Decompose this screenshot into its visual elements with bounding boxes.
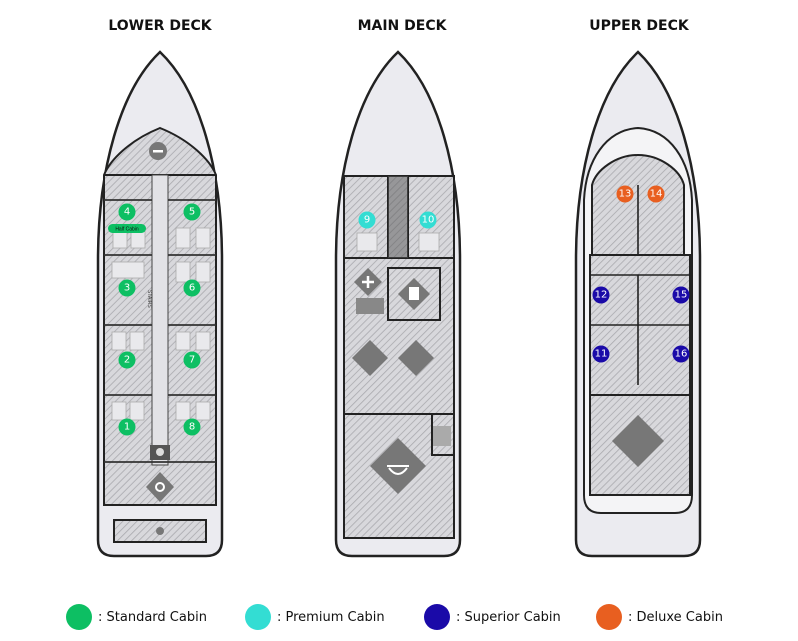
legend-deluxe: : Deluxe Cabin (596, 604, 723, 630)
cabin-number: 11 (595, 349, 608, 360)
cafe-icon (352, 340, 388, 376)
main-deck-title: MAIN DECK (358, 18, 448, 34)
cabin-8-marker[interactable] (183, 418, 201, 436)
legend-superior: : Superior Cabin (424, 604, 561, 630)
half-cabin-badge (108, 224, 146, 233)
cabin-12-marker[interactable] (592, 286, 610, 304)
legend-label: : Standard Cabin (98, 609, 207, 625)
cabin-number: 10 (422, 215, 435, 226)
cabin-7-marker[interactable] (183, 351, 201, 369)
cabin-16-marker[interactable] (672, 345, 690, 363)
cabin-10-marker[interactable] (419, 211, 437, 229)
cabin-number: 3 (124, 283, 130, 294)
cabin-13-marker[interactable] (616, 185, 634, 203)
cabin-14-marker[interactable] (647, 185, 665, 203)
cabin-number: 16 (675, 349, 688, 360)
cabin-number: 9 (364, 215, 370, 226)
legend-label: : Deluxe Cabin (628, 609, 723, 625)
cabin-11-marker[interactable] (592, 345, 610, 363)
main-deck: 9 10 (334, 50, 462, 558)
legend-standard: : Standard Cabin (66, 604, 207, 630)
cabin-4-marker[interactable] (118, 203, 136, 221)
cabin-number: 2 (124, 355, 130, 366)
superior-swatch (424, 604, 450, 630)
premium-swatch (245, 604, 271, 630)
cabin-number: 4 (124, 207, 130, 218)
half-cabin-label: Half Cabin (115, 227, 139, 233)
legend-premium: : Premium Cabin (245, 604, 385, 630)
cabin-5-marker[interactable] (183, 203, 201, 221)
deluxe-swatch (596, 604, 622, 630)
cabin-6-marker[interactable] (183, 279, 201, 297)
battery-camera-icon (356, 298, 384, 314)
lounger-icon (398, 340, 434, 376)
cabin-number: 14 (650, 189, 663, 200)
cabin-number: 15 (675, 290, 688, 301)
cabin-number: 13 (619, 189, 632, 200)
lower-deck-title: LOWER DECK (108, 18, 212, 34)
cabin-3-marker[interactable] (118, 279, 136, 297)
lower-deck: STAIRS Half Cabin 4 5 3 6 2 7 1 8 (96, 50, 224, 558)
legend-label: : Premium Cabin (277, 609, 385, 625)
cabin-number: 12 (595, 290, 608, 301)
stairs-label: STAIRS (146, 290, 152, 308)
upper-deck: 12 15 11 16 13 14 (574, 50, 702, 558)
cabin-number: 8 (189, 422, 195, 433)
lounger-icon (612, 415, 664, 467)
cabin-1-marker[interactable] (118, 418, 136, 436)
standard-swatch (66, 604, 92, 630)
cabin-9-marker[interactable] (358, 211, 376, 229)
upper-deck-title: UPPER DECK (589, 18, 690, 34)
minus-icon (156, 448, 164, 456)
gear-icon (146, 472, 174, 502)
cabin-2-marker[interactable] (118, 351, 136, 369)
minus-icon (156, 527, 164, 535)
cabin-number: 5 (189, 207, 195, 218)
cabin-15-marker[interactable] (672, 286, 690, 304)
cabin-number: 7 (189, 355, 195, 366)
legend-label: : Superior Cabin (456, 609, 561, 625)
cabin-number: 1 (124, 422, 130, 433)
cabin-number: 6 (189, 283, 195, 294)
